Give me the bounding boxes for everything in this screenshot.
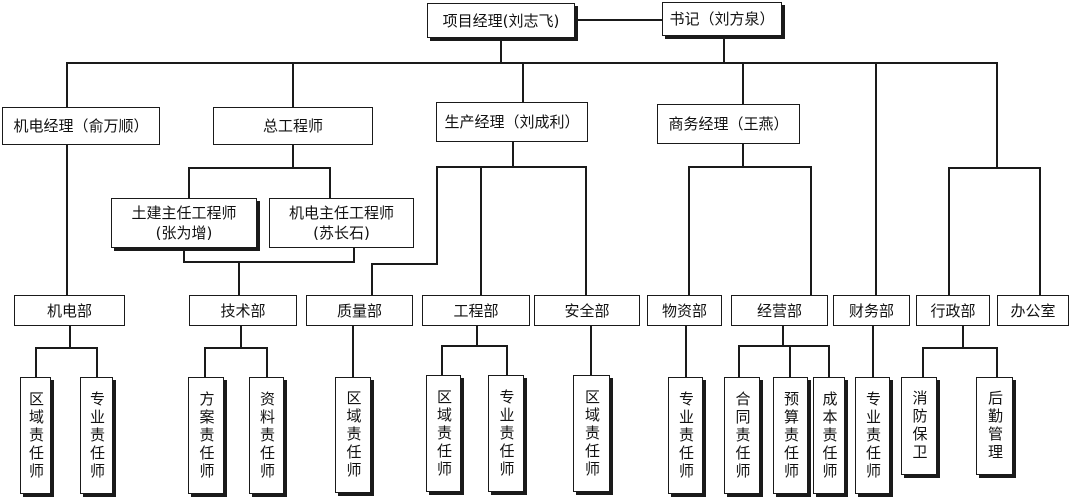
connector [96, 347, 98, 377]
connector [183, 248, 185, 262]
role-tech-plan: 方案责任师 [188, 377, 224, 494]
role-op-contract: 合同责任师 [724, 377, 760, 494]
secretary-box: 书记（刘方泉） [662, 2, 782, 36]
role-admin-fire: 消防保卫 [901, 377, 937, 475]
connector [996, 62, 998, 168]
connector [685, 326, 687, 377]
connector [371, 263, 438, 265]
connector [352, 326, 354, 377]
connector [585, 166, 587, 295]
connector [66, 62, 996, 64]
connector [872, 326, 874, 377]
connector [204, 347, 206, 377]
connector [183, 261, 355, 263]
connector [512, 142, 514, 167]
connector [738, 345, 740, 377]
connector [688, 166, 690, 295]
role-finance-specialty: 专业责任师 [855, 377, 890, 494]
connector [742, 144, 744, 167]
role-materials-specialty: 专业责任师 [668, 377, 703, 494]
civil-chief-name: (张为增) [155, 224, 213, 242]
connector [922, 347, 924, 377]
connector [266, 347, 268, 377]
role-op-cost: 成本责任师 [813, 377, 845, 494]
connector [240, 326, 242, 348]
dept-engineering-box: 工程部 [422, 295, 530, 326]
connector [738, 345, 829, 347]
connector [292, 62, 294, 107]
connector [922, 347, 997, 349]
connector [875, 62, 877, 295]
role-mech-area: 区域责任师 [20, 377, 51, 494]
connector [66, 145, 68, 295]
role-tech-data: 资料责任师 [249, 377, 284, 494]
role-op-budget: 预算责任师 [773, 377, 808, 494]
project-manager-box: 项目经理(刘志飞) [427, 3, 575, 38]
connector [723, 36, 725, 63]
role-eng-area: 区域责任师 [426, 375, 461, 492]
dept-quality-box: 质量部 [306, 295, 413, 326]
mech-chief-engineer-box: 机电主任工程师 (苏长石) [269, 198, 414, 248]
dept-mech-box: 机电部 [14, 295, 125, 326]
role-admin-logistics: 后勤管理 [976, 377, 1013, 475]
connector [782, 326, 784, 346]
connector [66, 62, 68, 107]
civil-chief-engineer-box: 土建主任工程师 (张为增) [111, 198, 257, 248]
connector [371, 263, 373, 295]
connector [480, 166, 482, 295]
connector [810, 166, 812, 295]
connector [1039, 167, 1041, 295]
connector [828, 345, 830, 377]
connector [575, 19, 662, 21]
mech-manager-box: 机电经理（俞万顺） [2, 107, 160, 145]
connector [506, 345, 508, 375]
mech-chief-name: (苏长石) [313, 224, 370, 242]
connector [441, 345, 507, 347]
chief-engineer-box: 总工程师 [213, 107, 373, 145]
connector [948, 167, 1040, 169]
connector [436, 166, 438, 264]
connector [353, 248, 355, 262]
connector [188, 167, 190, 198]
connector [35, 347, 97, 349]
connector [436, 166, 586, 168]
connector [948, 167, 950, 295]
dept-office-box: 办公室 [997, 295, 1069, 326]
dept-operation-box: 经营部 [731, 295, 828, 326]
role-safety-area: 区域责任师 [573, 375, 610, 492]
connector [996, 347, 998, 377]
connector [476, 326, 478, 346]
connector [204, 347, 267, 349]
connector [688, 166, 811, 168]
civil-chief-title: 土建主任工程师 [131, 203, 237, 222]
connector [238, 261, 240, 295]
connector [35, 347, 37, 377]
connector [742, 62, 744, 104]
dept-finance-box: 财务部 [833, 295, 910, 326]
dept-admin-box: 行政部 [916, 295, 990, 326]
connector [292, 145, 294, 168]
connector [522, 62, 524, 102]
dept-tech-box: 技术部 [189, 295, 297, 326]
production-manager-box: 生产经理（刘成利） [436, 102, 588, 142]
mech-chief-title: 机电主任工程师 [288, 203, 394, 222]
connector [500, 38, 502, 63]
dept-materials-box: 物资部 [647, 295, 722, 326]
dept-safety-box: 安全部 [534, 295, 640, 326]
role-quality-area: 区域责任师 [335, 377, 371, 493]
connector [441, 345, 443, 375]
role-mech-specialty: 专业责任师 [80, 377, 113, 494]
connector [329, 167, 331, 198]
connector [590, 326, 592, 375]
connector [188, 167, 330, 169]
connector [789, 345, 791, 377]
business-manager-box: 商务经理（王燕） [657, 104, 800, 144]
role-eng-specialty: 专业责任师 [488, 375, 524, 492]
connector [962, 326, 964, 348]
connector [69, 326, 71, 348]
